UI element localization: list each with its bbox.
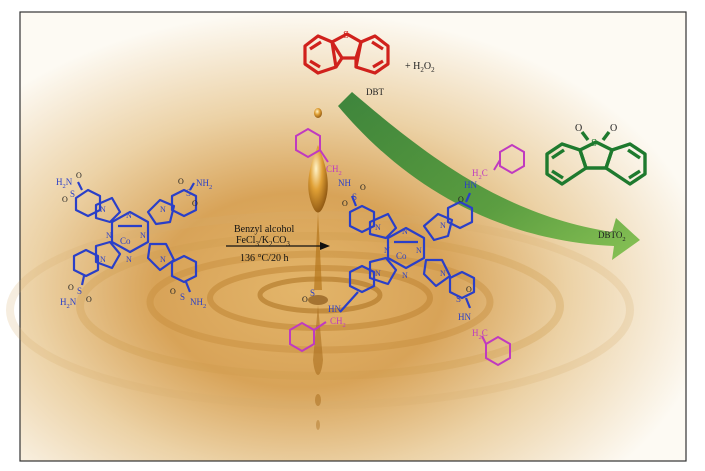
svg-text:N: N: [100, 205, 106, 214]
dbto2-oxygen-right: O: [610, 123, 617, 134]
right-sulfur-top: S: [186, 188, 191, 198]
right-amine-top: NH2: [196, 178, 212, 191]
svg-text:N: N: [140, 231, 146, 240]
oil-droplet: [308, 108, 328, 430]
svg-text:N: N: [402, 227, 408, 236]
svg-text:N: N: [160, 255, 166, 264]
conversion-arrow: [338, 92, 640, 260]
amide-sulfur-bottom-right: S: [456, 294, 461, 304]
svg-text:N: N: [100, 255, 106, 264]
dbt-sulfur: S: [343, 29, 349, 41]
benzyl-ring-right: [493, 143, 525, 175]
svg-text:N: N: [126, 255, 132, 264]
condition-catalyst: FeCl3/K2CO3: [236, 235, 290, 248]
left-oxygen-bottom: O: [68, 283, 74, 292]
benzyl-ch2-top: CH2: [326, 164, 342, 177]
left-sulfur-top: S: [70, 189, 75, 199]
svg-text:N: N: [416, 246, 422, 255]
amide-nh-top: NH: [338, 178, 351, 188]
benzyl-h2c-right: H2C: [472, 168, 488, 181]
right-oxygen-top: O: [178, 177, 184, 186]
amide-hn-bottom-right: HN: [458, 312, 471, 322]
left-oxygen-top2: O: [76, 171, 82, 180]
amide-oxygen-right: O: [458, 195, 464, 204]
amide-oxygen-top2: O: [360, 183, 366, 192]
svg-text:N: N: [375, 269, 381, 278]
svg-text:N: N: [440, 221, 446, 230]
amide-oxygen-top: O: [342, 199, 348, 208]
right-nitrogens: N N N N N N N N: [375, 221, 446, 280]
amide-oxygen-bottom-right: O: [466, 285, 472, 294]
benzyl-ring-bottom-right: [481, 335, 511, 367]
dbto2-oxygen-left: O: [575, 123, 582, 134]
left-nitrogens: N N N N N N N N: [100, 205, 166, 264]
left-oxygen-bottom2: O: [86, 295, 92, 304]
condition-temperature: 136 °C/20 h: [240, 253, 288, 264]
left-oxygen-top: O: [62, 195, 68, 204]
dbt-molecule: [303, 32, 390, 75]
right-sulfur-bottom: S: [180, 292, 185, 302]
dbto2-molecule: [545, 130, 647, 186]
condition-reagent: Benzyl alcohol: [234, 224, 294, 235]
right-amine-bottom: NH2: [190, 297, 206, 310]
svg-text:N: N: [106, 231, 112, 240]
benzyl-ring-bottom: [289, 321, 327, 353]
left-cobalt: Co: [120, 236, 131, 246]
amide-sulfur-top: S: [352, 192, 357, 202]
amide-hn-right: HN: [464, 180, 477, 190]
amide-hn-bottom: HN: [328, 304, 341, 314]
dbto2-label: DBTO2: [598, 230, 626, 243]
cobalt-phthalocyanine-product: [339, 192, 476, 313]
right-oxygen-bottom: O: [170, 287, 176, 296]
right-oxygen-top2: O: [192, 199, 198, 208]
left-amine-bottom: H2N: [60, 297, 77, 310]
svg-text:N: N: [375, 223, 381, 232]
svg-text:N: N: [402, 271, 408, 280]
left-amine-top: H2N: [56, 177, 73, 190]
amide-oxygen-bottom: O: [302, 295, 308, 304]
benzyl-h2c-bottom-right: H2C: [472, 328, 488, 341]
svg-text:N: N: [384, 246, 390, 255]
dbt-label: DBT: [366, 87, 385, 97]
svg-text:N: N: [126, 211, 132, 220]
svg-text:N: N: [440, 269, 446, 278]
amide-sulfur-bottom: S: [310, 288, 315, 298]
benzyl-ring-top: [295, 127, 329, 163]
right-cobalt: Co: [396, 251, 407, 261]
benzyl-ch2-bottom: CH2: [330, 316, 346, 329]
reaction-arrowhead: [320, 242, 330, 250]
dbto2-sulfur: S: [591, 137, 597, 149]
svg-text:N: N: [160, 205, 166, 214]
cobalt-phthalocyanine-reactant: [72, 181, 198, 293]
oxidant-label: + H2O2: [405, 61, 435, 74]
left-sulfur-bottom: S: [77, 286, 82, 296]
